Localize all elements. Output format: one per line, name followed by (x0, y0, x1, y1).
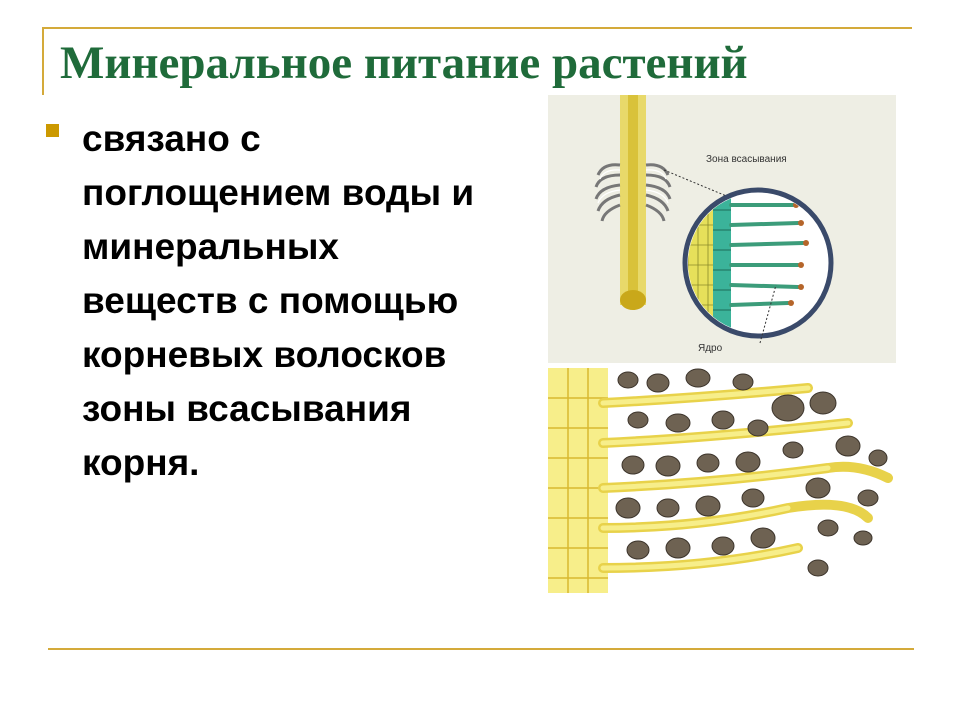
label-nucleus: Ядро (698, 343, 723, 354)
root-hairs (594, 163, 672, 222)
root-hairs-soil-illustration (548, 368, 893, 593)
slide-title: Минеральное питание растений (60, 37, 748, 89)
root-tissue (548, 368, 608, 593)
bullet-marker (46, 124, 59, 137)
root-absorption-zone-illustration: Зона всасывания Ядро (548, 95, 896, 363)
soil-particles (615, 368, 888, 577)
root-tip (620, 290, 646, 310)
left-rule (42, 27, 44, 95)
top-rule (42, 27, 912, 29)
label-absorption-zone: Зона всасывания (706, 154, 787, 165)
bullet-text: связано с поглощением воды и минеральных… (82, 118, 475, 483)
bottom-rule (48, 648, 914, 650)
